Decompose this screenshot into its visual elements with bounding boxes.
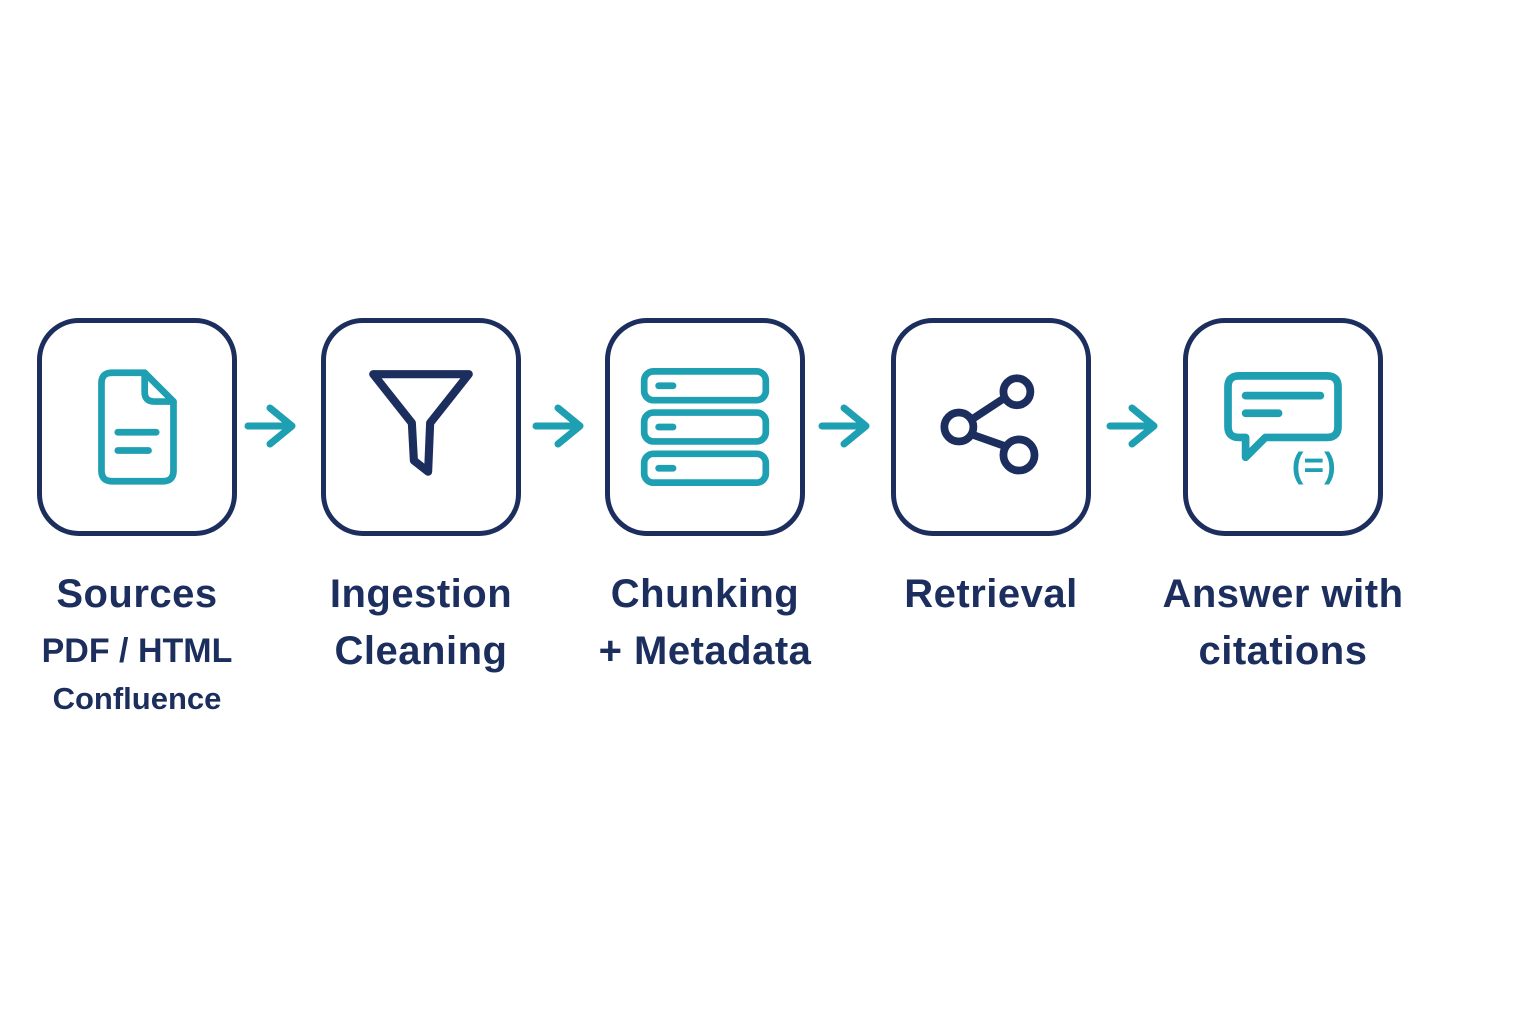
share-icon [940,374,1039,475]
step-title: Retrieval [904,572,1078,616]
arrow-right-icon [244,398,308,454]
step-chunking-metadata: Chunking + Metadata [565,318,845,680]
step-answer-box: (=) [1183,318,1383,536]
step-answer-citations: (=) Answer with citations [1143,318,1423,680]
step-ingestion-cleaning: Ingestion Cleaning [281,318,561,680]
step-sources: Sources PDF / HTML Confluence [0,318,277,717]
document-icon [98,369,177,485]
citation-glyph: (=) [1292,446,1336,485]
arrow-right-icon [818,398,882,454]
step-chunking-box [605,318,805,536]
step-title: citations [1198,628,1368,673]
arrow-right-icon [1106,398,1170,454]
arrow-right-icon [532,398,596,454]
step-title: Sources [56,572,218,616]
step-title: Chunking [610,572,800,616]
step-title: Cleaning [334,628,508,673]
step-retrieval-box [891,318,1091,536]
funnel-icon [369,370,473,476]
step-title: Ingestion [329,572,513,616]
step-subtitle: Confluence [52,680,222,716]
step-title: Answer with [1162,572,1404,616]
stack-icon [640,367,770,487]
step-answer-labels: Answer with citations [1143,566,1423,680]
step-title: + Metadata [598,628,812,673]
chat-citation-icon: (=) [1224,372,1342,485]
step-retrieval: Retrieval [851,318,1131,623]
step-sources-box [37,318,237,536]
step-subtitle: PDF / HTML [41,631,233,670]
step-ingestion-box [321,318,521,536]
step-retrieval-labels: Retrieval [851,566,1131,623]
step-sources-labels: Sources PDF / HTML Confluence [0,566,277,717]
step-chunking-labels: Chunking + Metadata [565,566,845,680]
step-ingestion-labels: Ingestion Cleaning [281,566,561,680]
